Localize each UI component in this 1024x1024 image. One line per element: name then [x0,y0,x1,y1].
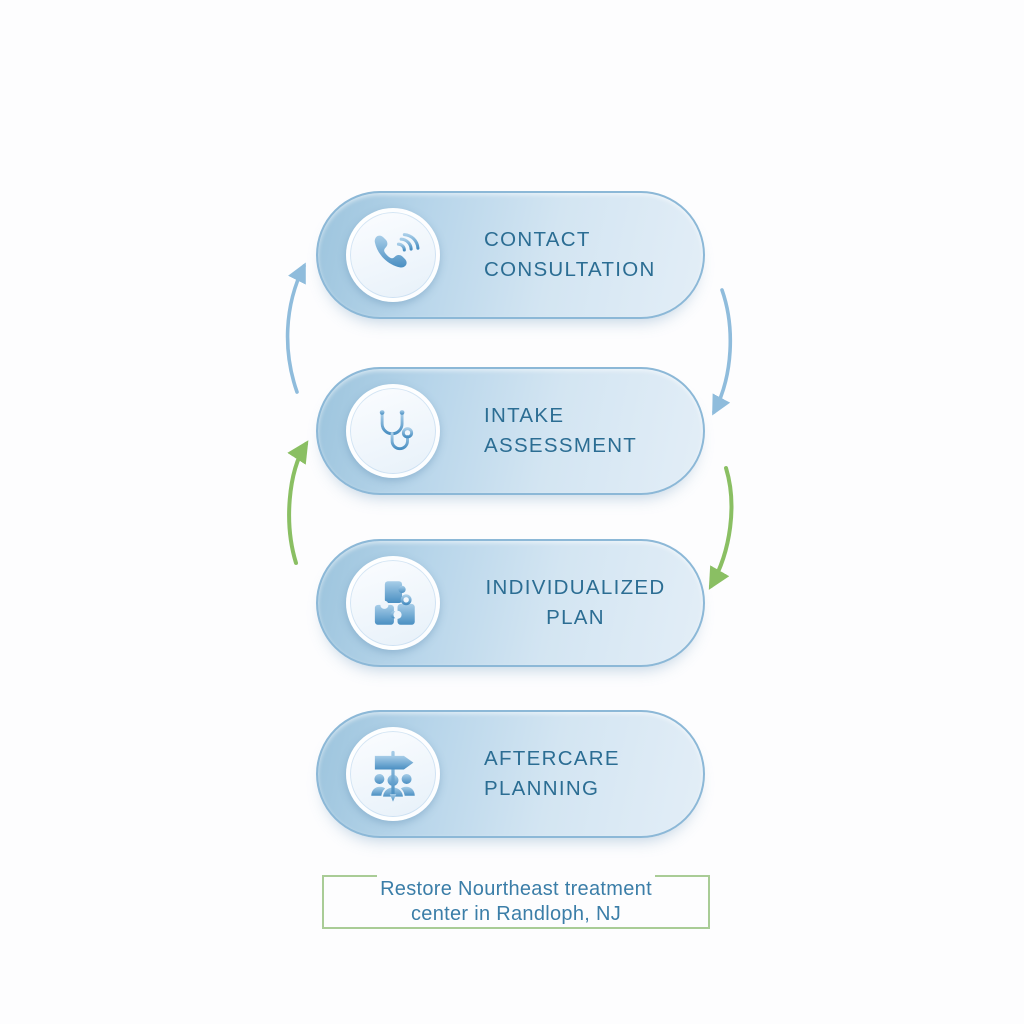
phone-icon [374,233,420,268]
arrow-left-up-green [287,440,309,565]
step-pill-contact-consultation: CONTACT CONSULTATION [316,191,705,319]
caption-line1: Restore Nourtheast treatment [380,878,652,900]
step-pill-intake-assessment: INTAKE ASSESSMENT [316,367,705,495]
step-label-line2: PLANNING [484,777,600,800]
arrow-left-up-blue [285,262,306,394]
arrow-right-down-green [708,466,734,590]
step-label-line2: CONSULTATION [484,258,656,281]
step-label-line2: ASSESSMENT [484,434,638,457]
caption-line2: center in Randloph, NJ [410,903,622,925]
step-label-line1: CONTACT [484,228,591,251]
stethoscope-icon [379,410,414,451]
step-icon-circle [346,556,440,650]
step-label: INTAKE ASSESSMENT [484,401,677,461]
step-pill-aftercare-planning: AFTERCARE PLANNING [316,710,705,838]
step-label-line2: PLAN [546,606,605,629]
step-label: INDIVIDUALIZED PLAN [468,573,683,633]
step-icon-circle [346,208,440,302]
step-icon-circle [346,384,440,478]
people-signpost-icon [371,750,415,802]
step-label-line1: INTAKE [484,404,565,427]
puzzle-icon [374,581,415,625]
step-label: CONTACT CONSULTATION [484,225,677,285]
step-label-line1: AFTERCARE [484,747,620,770]
caption-box: Restore Nourtheast treatment center in R… [322,875,710,929]
step-label-line1: INDIVIDUALIZED [485,576,666,599]
step-icon-circle [346,727,440,821]
caption-border-gap [377,875,655,877]
step-pill-individualized-plan: INDIVIDUALIZED PLAN [316,539,705,667]
arrow-right-down-blue [712,288,733,416]
step-label: AFTERCARE PLANNING [484,744,677,804]
